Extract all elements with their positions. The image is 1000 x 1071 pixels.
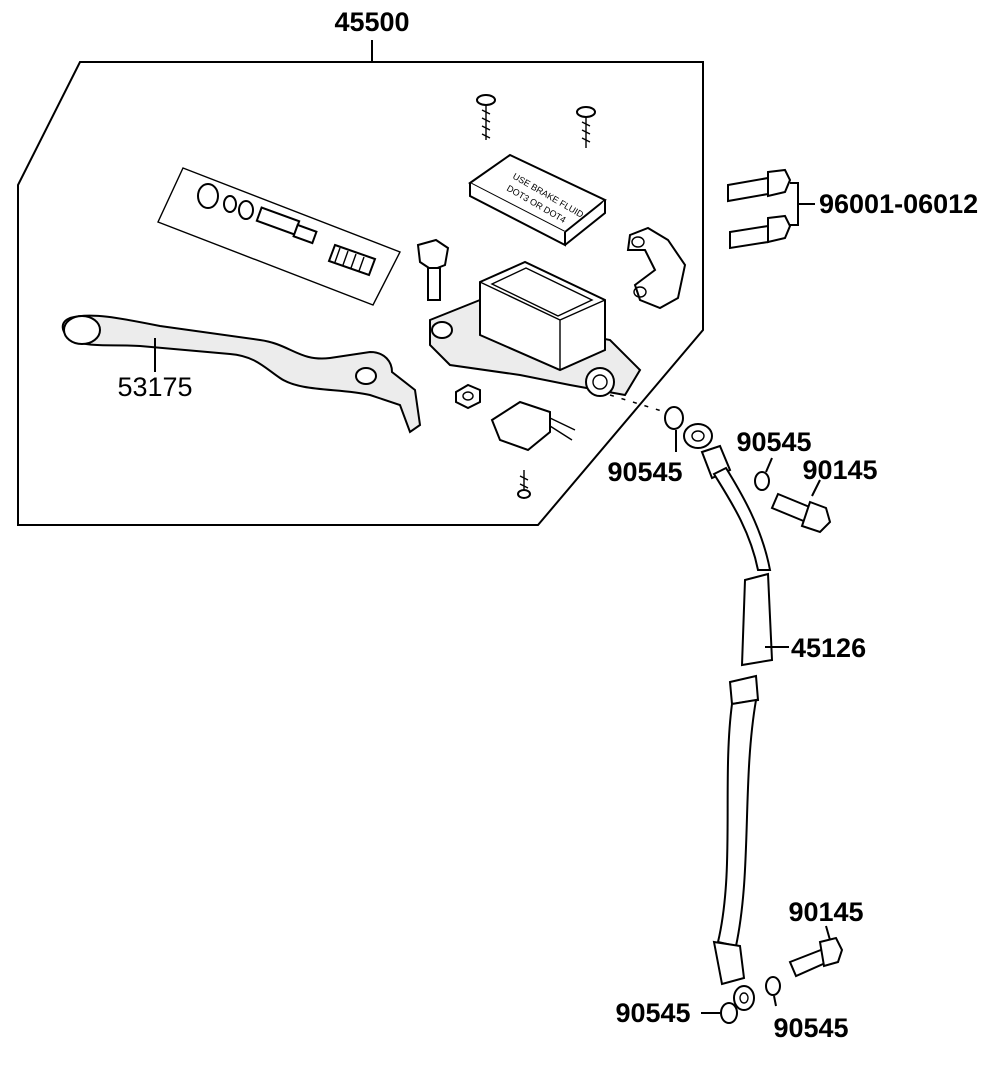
pivot-bolt [416, 238, 450, 301]
label-90545-lower-left: 90545 [615, 998, 690, 1028]
label-90145-lower: 90145 [788, 897, 863, 927]
piston-kit [157, 167, 401, 306]
clamp-bolt-lower [729, 214, 792, 250]
label-53175: 53175 [117, 372, 192, 402]
washer-upper-left [664, 406, 684, 430]
flow-hint-line [609, 394, 666, 413]
washer-lower-left [720, 1002, 738, 1024]
washer-lower-right [765, 976, 781, 996]
washer-lower-right-leader [773, 995, 777, 1007]
banjo-bolt-lower-leader [825, 925, 831, 941]
washer-upper-right [754, 471, 770, 491]
washer-upper-right-leader [765, 457, 773, 473]
brake-switch [490, 400, 576, 452]
banjo-bolt-lower [788, 936, 844, 978]
banjo-bolt-upper [770, 492, 832, 534]
label-96001-06012: 96001-06012 [819, 189, 978, 219]
switch-screw [517, 470, 531, 499]
cap-screw-right [576, 106, 596, 148]
label-90545-upper-right: 90545 [736, 427, 811, 457]
banjo-bolt-upper-leader [811, 479, 821, 497]
clamp-bolts-bracket [790, 182, 815, 226]
brake-lever [61, 314, 422, 434]
handlebar-clamp [626, 226, 687, 310]
label-45126: 45126 [791, 633, 866, 663]
master-cylinder-body [429, 260, 642, 397]
label-90145-upper: 90145 [802, 455, 877, 485]
label-45500: 45500 [334, 7, 409, 37]
label-90545-upper-left: 90545 [607, 457, 682, 487]
clamp-bolt-upper [727, 168, 792, 203]
label-90545-lower-right: 90545 [773, 1013, 848, 1043]
small-nut [455, 383, 481, 410]
cap-screw-left [476, 94, 496, 140]
brake-hose [712, 466, 774, 1011]
assembly-boundary [17, 61, 704, 526]
reservoir-cap: USE BRAKE FLUID DOT3 OR DOT4 [468, 153, 607, 247]
